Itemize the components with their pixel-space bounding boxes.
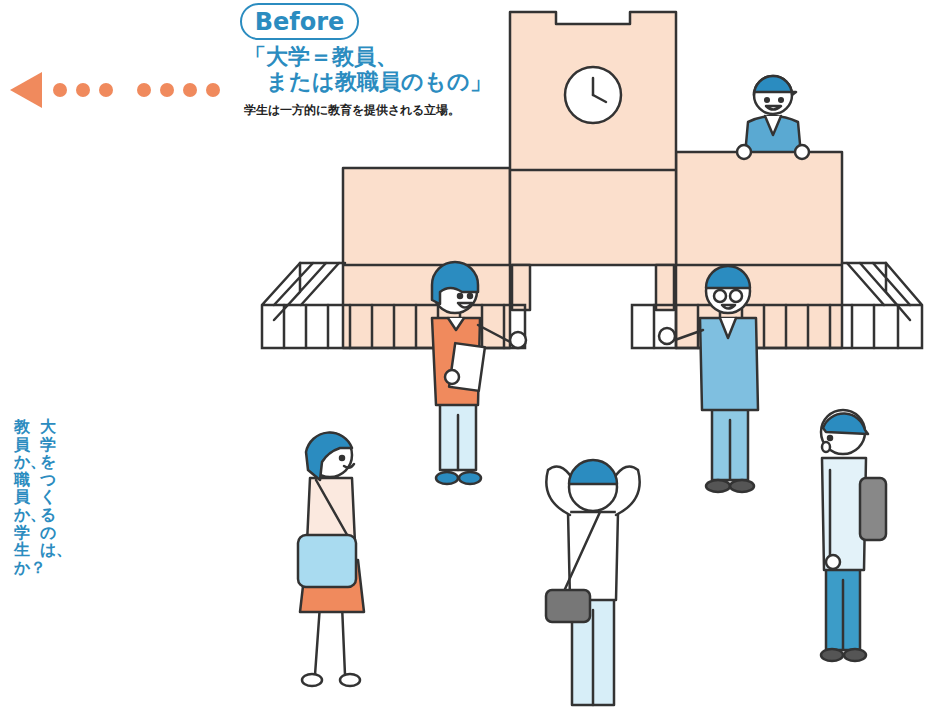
person-backpack <box>821 410 886 661</box>
building <box>343 12 842 348</box>
person-glasses-teacher <box>659 266 758 492</box>
pill-text: Before <box>255 10 345 34</box>
note-text: 学生は一方的に教育を提供される立場。 <box>244 104 460 118</box>
quote-heading: 「大学＝教員、 または教職員のもの」 <box>244 44 516 95</box>
vertical-question: 教員か、職員か、学生か？ <box>14 418 30 576</box>
vertical-question: 大学をつくるのは、 <box>40 418 56 559</box>
before-pill: Before <box>240 3 359 40</box>
person-back-view <box>546 460 640 705</box>
staff-hands <box>737 145 809 159</box>
left-arrow <box>10 72 220 108</box>
fences <box>262 263 922 348</box>
top-right-staff <box>745 76 801 155</box>
person-orange-staff <box>432 262 526 484</box>
person-student-bag <box>298 433 364 686</box>
